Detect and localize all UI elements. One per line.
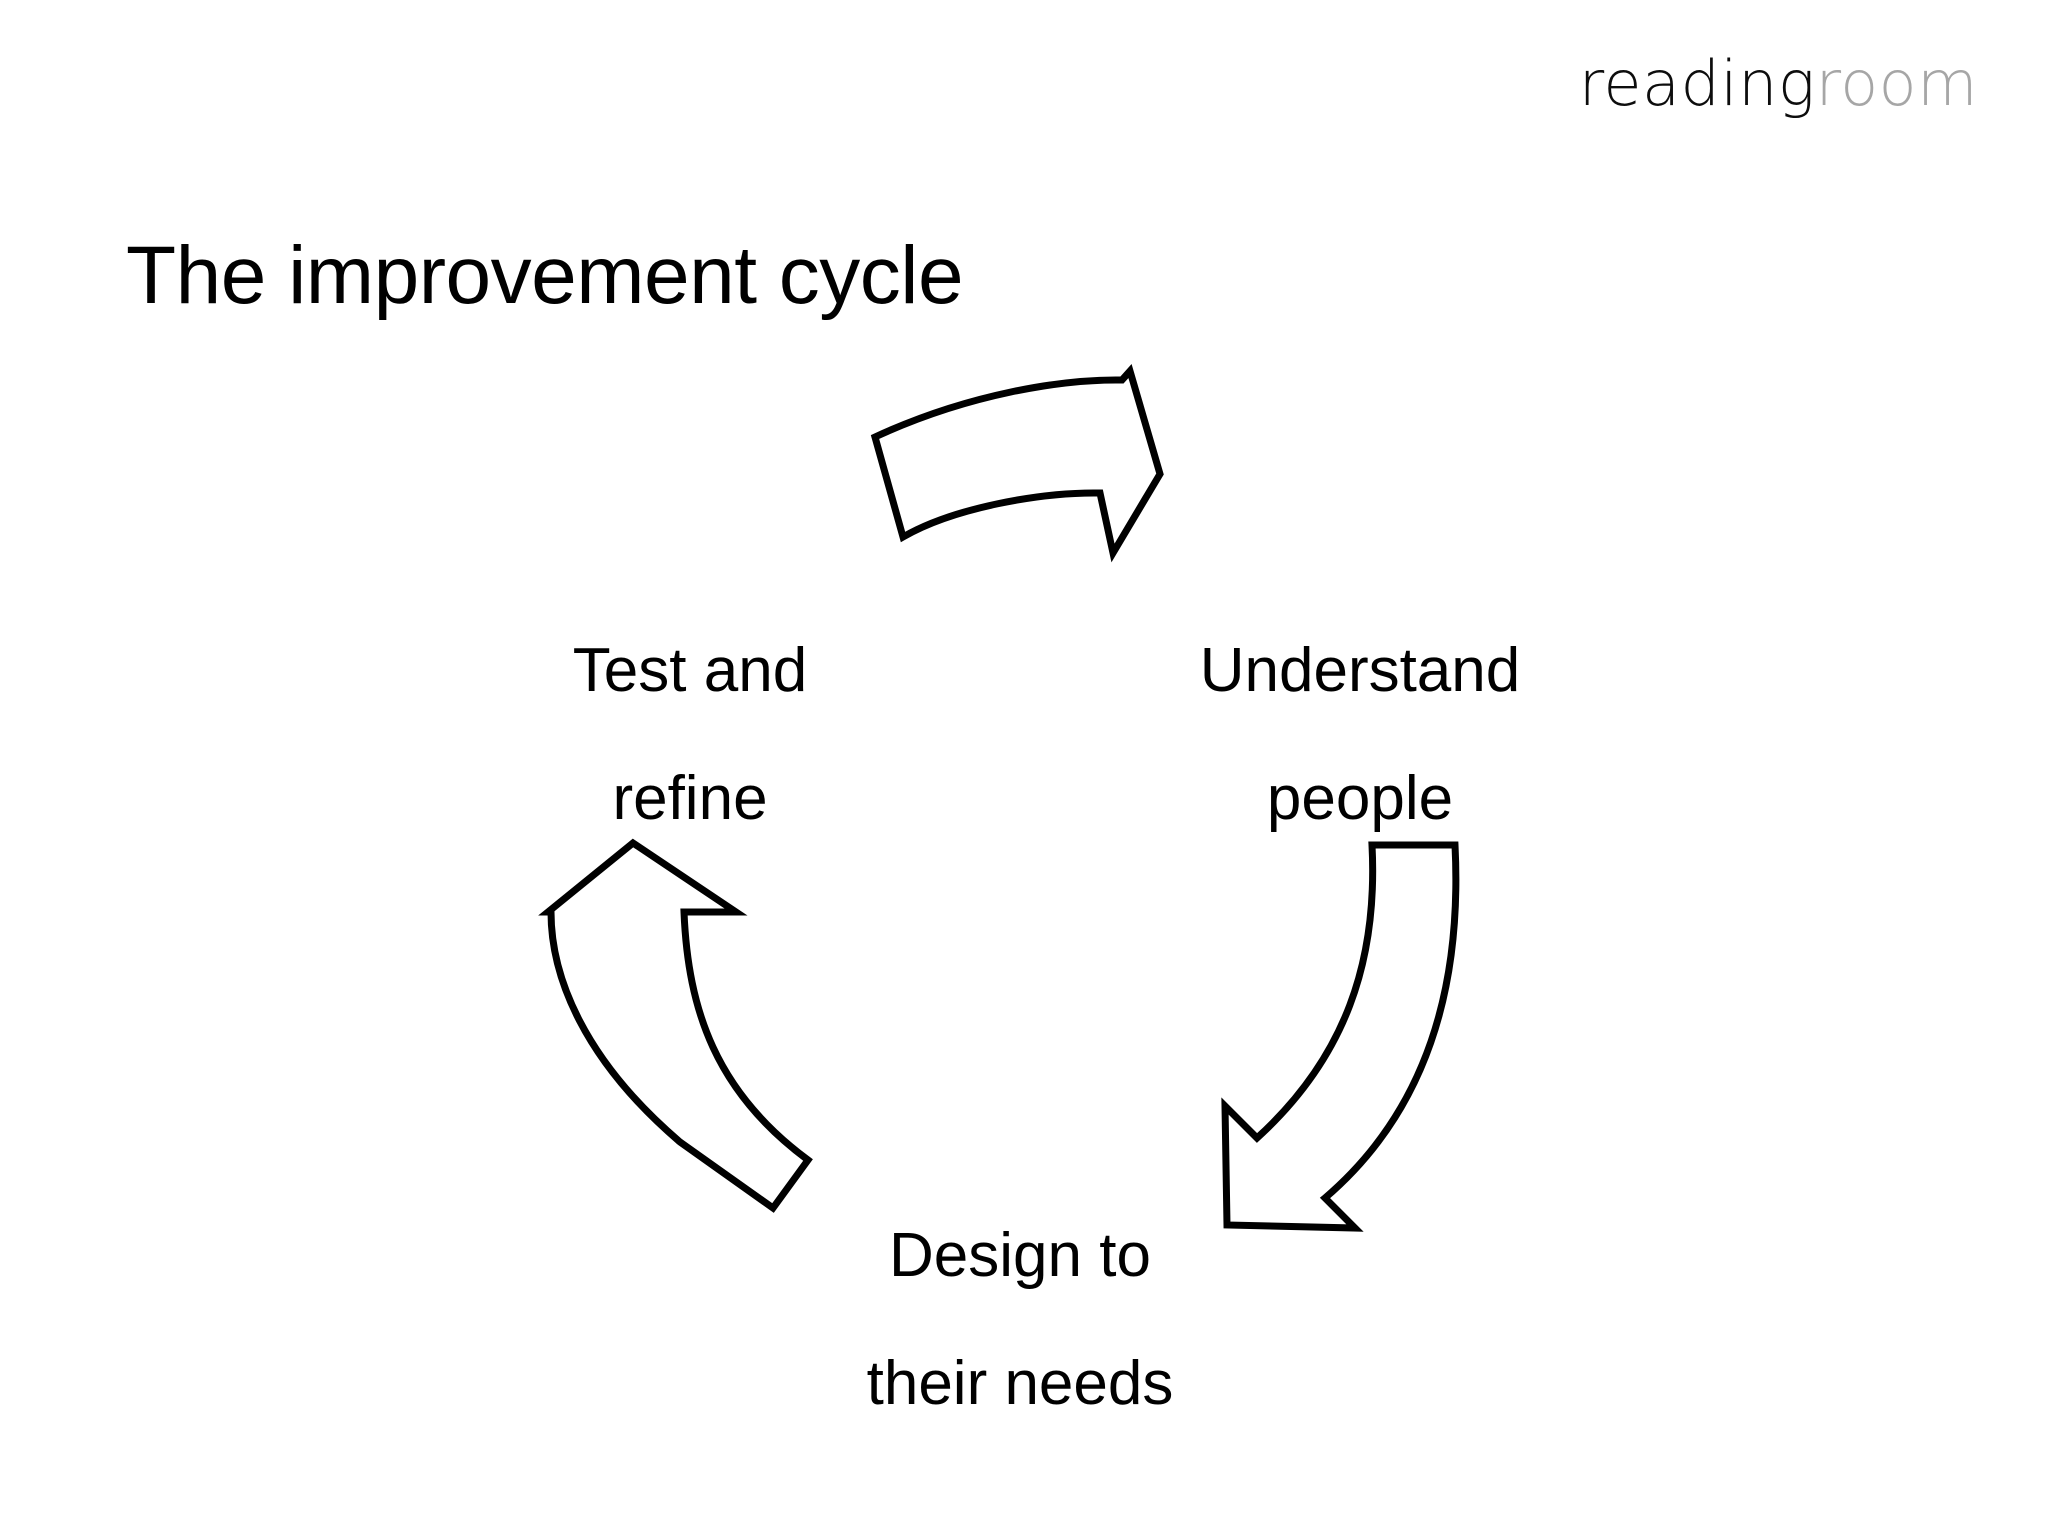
stage-label-line-2: their needs	[866, 1348, 1174, 1418]
stage-label-line-2: people	[1266, 763, 1454, 833]
arrow-right-curved-down-icon	[1221, 841, 1460, 1232]
stage-label-test-and-refine: Test and refine	[500, 575, 880, 894]
stage-label-understand-people: Understand people	[1130, 575, 1590, 894]
stage-label-line-1: Test and	[572, 635, 808, 705]
arrow-top-curved-right-icon	[870, 363, 1164, 563]
stage-label-line-2: refine	[612, 763, 768, 833]
stage-label-design-to-their-needs: Design to their needs	[790, 1160, 1250, 1479]
readingroom-logo: readingroom	[1578, 44, 1978, 124]
stage-label-line-1: Understand	[1199, 635, 1521, 705]
stage-label-line-1: Design to	[889, 1220, 1151, 1290]
arrow-left-curved-up-icon	[538, 838, 813, 1213]
page-title: The improvement cycle	[126, 229, 964, 321]
logo-secondary-text: room	[1815, 47, 1978, 120]
logo-primary-text: reading	[1578, 47, 1816, 120]
